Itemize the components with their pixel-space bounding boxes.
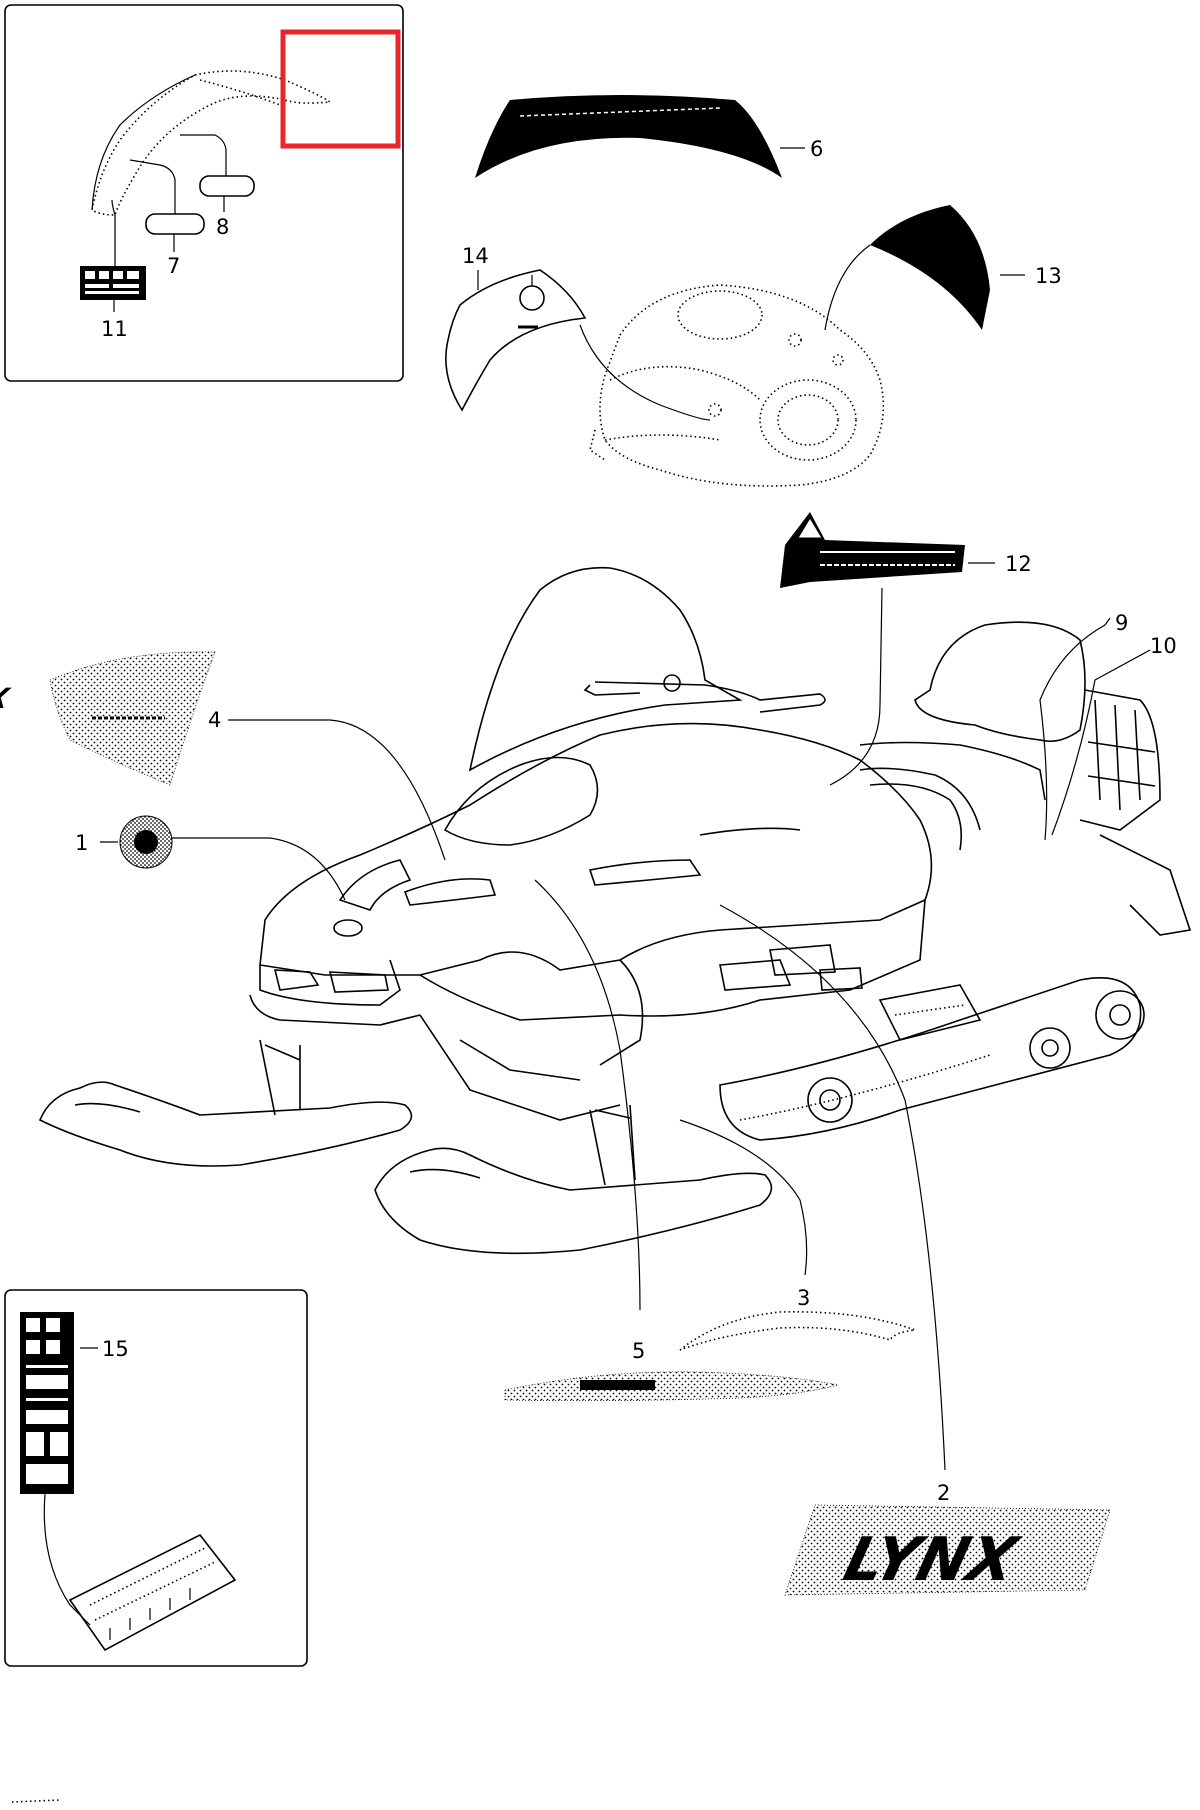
callout-15: 15 bbox=[102, 1337, 129, 1361]
decal-15-applied bbox=[68, 1533, 237, 1652]
callout-10: 10 bbox=[1150, 634, 1177, 658]
decal-15: 15 bbox=[20, 1312, 129, 1626]
callout-7: 7 bbox=[167, 254, 180, 278]
callout-4: 4 bbox=[208, 708, 221, 732]
decal-14: 14 bbox=[445, 244, 711, 421]
callout-9: 9 bbox=[1115, 611, 1128, 635]
inset-label-panel: 15 bbox=[4, 1289, 308, 1667]
decal-13: 13 bbox=[824, 205, 1062, 331]
decal-2: 2 LYNX bbox=[784, 1481, 1111, 1596]
callout-5: 5 bbox=[632, 1339, 645, 1363]
decal-5: 5 bbox=[504, 1339, 839, 1402]
decal-lynx-small: LYNX bbox=[0, 651, 216, 786]
decal-lynx-small-text: LYNX bbox=[0, 682, 13, 715]
footer-mark bbox=[11, 1799, 61, 1803]
decal-3: 3 bbox=[679, 1286, 916, 1351]
callout-13: 13 bbox=[1035, 264, 1062, 288]
decal-11: 11 bbox=[80, 199, 146, 341]
callout-11: 11 bbox=[101, 317, 128, 341]
callout-1: 1 bbox=[75, 831, 88, 855]
callout-2: 2 bbox=[937, 1481, 950, 1505]
inset-windshield-panel: 8 7 11 bbox=[4, 4, 404, 382]
decal-8: 8 bbox=[180, 134, 255, 239]
highlight-box bbox=[280, 29, 401, 149]
decal-1: 1 bbox=[75, 815, 346, 901]
callout-8: 8 bbox=[216, 215, 229, 239]
callout-14: 14 bbox=[462, 244, 489, 268]
snowmobile-body bbox=[38, 566, 1192, 1255]
leader-lines bbox=[534, 617, 1151, 1471]
callout-3: 3 bbox=[797, 1286, 810, 1310]
callout-6: 6 bbox=[810, 137, 823, 161]
callout-4-leader: 4 bbox=[208, 708, 446, 861]
decal-7: 7 bbox=[129, 159, 205, 278]
console-part bbox=[589, 284, 885, 487]
decal-lynx-large-text: LYNX bbox=[837, 1525, 1026, 1595]
decal-12: 12 bbox=[780, 512, 1032, 786]
decal-6: 6 bbox=[475, 95, 823, 178]
callout-12: 12 bbox=[1005, 552, 1032, 576]
